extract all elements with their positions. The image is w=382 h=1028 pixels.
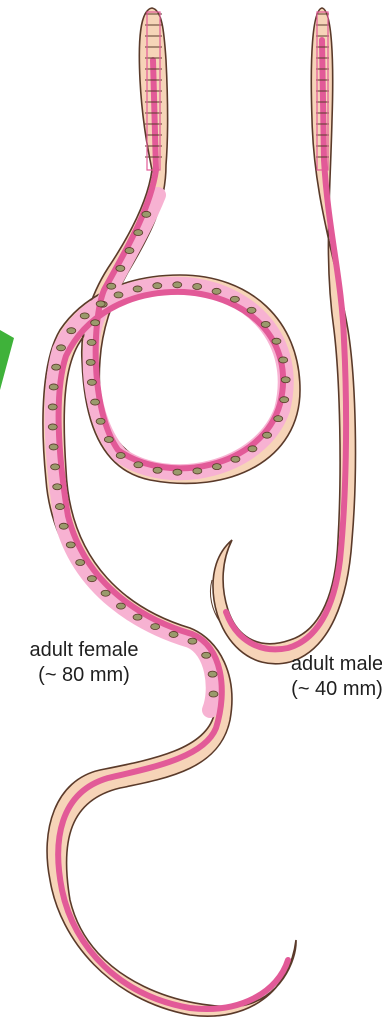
green-arrow-fragment	[0, 330, 14, 390]
egg	[87, 379, 96, 385]
egg	[91, 320, 100, 326]
egg	[80, 313, 89, 319]
egg	[114, 292, 123, 298]
egg	[107, 283, 116, 289]
egg	[212, 464, 221, 470]
egg	[104, 436, 113, 442]
egg	[96, 301, 105, 307]
egg	[116, 603, 125, 609]
egg	[230, 296, 239, 302]
egg	[59, 523, 68, 529]
egg	[169, 631, 178, 637]
egg	[151, 624, 160, 630]
egg	[173, 282, 182, 288]
egg	[66, 542, 75, 548]
egg	[53, 484, 62, 490]
egg	[57, 345, 66, 351]
egg	[280, 397, 289, 403]
egg	[76, 559, 85, 565]
egg	[153, 467, 162, 473]
egg	[153, 283, 162, 289]
egg	[87, 576, 96, 582]
egg	[212, 288, 221, 294]
adult-female-worm	[43, 8, 300, 1016]
egg	[188, 638, 197, 644]
egg	[67, 328, 76, 334]
egg	[263, 432, 272, 438]
egg	[274, 416, 283, 422]
egg	[55, 504, 64, 510]
egg	[48, 404, 57, 410]
female-label-name: adult female	[4, 638, 164, 663]
egg	[116, 265, 125, 271]
egg	[96, 418, 105, 424]
egg	[49, 444, 58, 450]
male-label: adult male (~ 40 mm)	[262, 652, 382, 702]
egg	[133, 286, 142, 292]
male-label-name: adult male	[262, 652, 382, 677]
egg	[133, 614, 142, 620]
egg	[248, 446, 257, 452]
egg	[48, 424, 57, 430]
egg	[52, 364, 61, 370]
egg	[209, 691, 218, 697]
female-gut	[58, 60, 288, 1009]
egg	[208, 671, 217, 677]
egg	[193, 468, 202, 474]
egg	[116, 452, 125, 458]
egg	[134, 230, 143, 236]
female-label-size: (~ 80 mm)	[4, 663, 164, 688]
female-body-outline	[43, 8, 300, 1016]
egg	[86, 359, 95, 365]
egg	[193, 283, 202, 289]
egg	[202, 652, 211, 658]
egg	[87, 339, 96, 345]
egg	[125, 248, 134, 254]
egg	[281, 377, 290, 383]
egg	[279, 357, 288, 363]
egg	[49, 384, 58, 390]
egg	[51, 464, 60, 470]
female-label: adult female (~ 80 mm)	[4, 638, 164, 688]
egg	[142, 211, 151, 217]
male-label-size: (~ 40 mm)	[262, 677, 382, 702]
egg	[134, 462, 143, 468]
egg	[231, 456, 240, 462]
egg	[272, 338, 281, 344]
egg	[101, 590, 110, 596]
egg	[173, 469, 182, 475]
egg	[247, 307, 256, 313]
egg	[91, 399, 100, 405]
egg	[261, 321, 270, 327]
